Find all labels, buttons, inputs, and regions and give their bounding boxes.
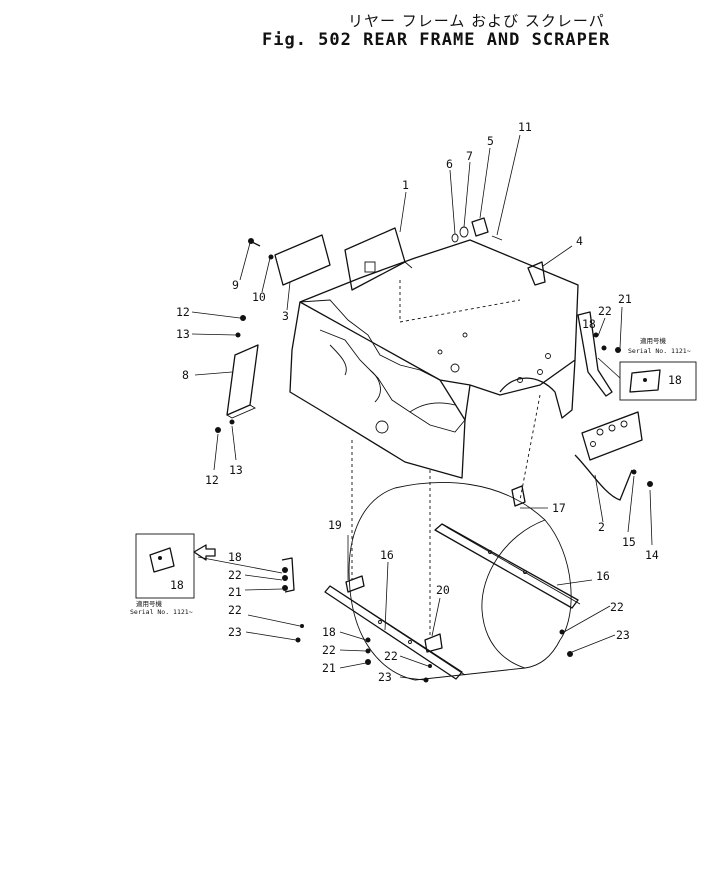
callout-22-right-low: 22 <box>610 600 624 614</box>
callout-11: 11 <box>518 120 532 134</box>
callout-18-left: 18 <box>228 550 242 564</box>
callout-18-right: 18 <box>582 317 596 331</box>
inset-left <box>135 533 216 599</box>
side-plate-2 <box>574 411 643 501</box>
callout-4: 4 <box>576 234 583 248</box>
right-scraper-bracket <box>577 311 621 397</box>
roller-drum <box>348 482 572 681</box>
callout-7: 7 <box>466 149 473 163</box>
scraper-blade-16-left <box>324 585 466 680</box>
callout-12-bottom: 12 <box>205 473 219 487</box>
hidden-lines <box>351 280 541 635</box>
callout-14: 14 <box>645 548 659 562</box>
callout-23-left: 23 <box>228 625 242 639</box>
inset-right <box>597 357 697 401</box>
side-cover-8 <box>226 344 259 419</box>
callout-12-top: 12 <box>176 305 190 319</box>
callout-23-center: 23 <box>378 670 392 684</box>
callout-15: 15 <box>622 535 636 549</box>
inset-right-serial: Serial No. 1121~ <box>628 347 691 355</box>
callout-2: 2 <box>598 520 605 534</box>
callout-6: 6 <box>446 157 453 171</box>
figure-title-japanese: リヤー フレーム および スクレーパ <box>348 12 605 30</box>
callout-numbers: 11 5 7 6 1 4 9 10 3 12 13 8 12 13 22 21 … <box>176 120 659 684</box>
callout-22-left: 22 <box>228 568 242 582</box>
callout-3: 3 <box>282 309 289 323</box>
pin-assembly <box>451 217 503 243</box>
rear-frame-1 <box>289 239 579 479</box>
callout-5: 5 <box>487 134 494 148</box>
callout-13-bottom: 13 <box>229 463 243 477</box>
bracket-19 <box>345 575 365 593</box>
callout-23-right: 23 <box>616 628 630 642</box>
inset-left-part: 18 <box>170 578 184 592</box>
bracket-17 <box>511 485 526 507</box>
frame-top-plate <box>344 227 413 291</box>
callout-8: 8 <box>182 368 189 382</box>
callout-21-center: 21 <box>322 661 336 675</box>
figure-title: Fig. 502 REAR FRAME AND SCRAPER <box>262 30 611 50</box>
callout-19: 19 <box>328 518 342 532</box>
callout-17: 17 <box>552 501 566 515</box>
callout-9: 9 <box>232 278 239 292</box>
inset-left-jp: 適用号機 <box>136 599 163 608</box>
callout-16-right: 16 <box>596 569 610 583</box>
bracket-20 <box>424 633 443 653</box>
callout-21-right: 21 <box>618 292 632 306</box>
fasteners <box>215 238 653 683</box>
callout-21-left: 21 <box>228 585 242 599</box>
callout-13-top: 13 <box>176 327 190 341</box>
callout-22-left-2: 22 <box>228 603 242 617</box>
inset-left-serial: Serial No. 1121~ <box>130 608 193 616</box>
inset-right-jp: 適用号機 <box>640 336 667 345</box>
callout-22-center: 22 <box>322 643 336 657</box>
scraper-blade-16-right <box>434 523 581 609</box>
bracket-4 <box>527 261 546 286</box>
callout-18-center: 18 <box>322 625 336 639</box>
callout-22-center-2: 22 <box>384 649 398 663</box>
inset-labels: 適用号機 Serial No. 1121~ 18 適用号機 Serial No.… <box>130 336 691 616</box>
callout-22-right: 22 <box>598 304 612 318</box>
callout-20: 20 <box>436 583 450 597</box>
inset-right-part: 18 <box>668 373 682 387</box>
callout-10: 10 <box>252 290 266 304</box>
callout-16-left: 16 <box>380 548 394 562</box>
leader-lines <box>191 134 653 681</box>
callout-1: 1 <box>402 178 409 192</box>
cover-plate-3 <box>274 234 331 286</box>
